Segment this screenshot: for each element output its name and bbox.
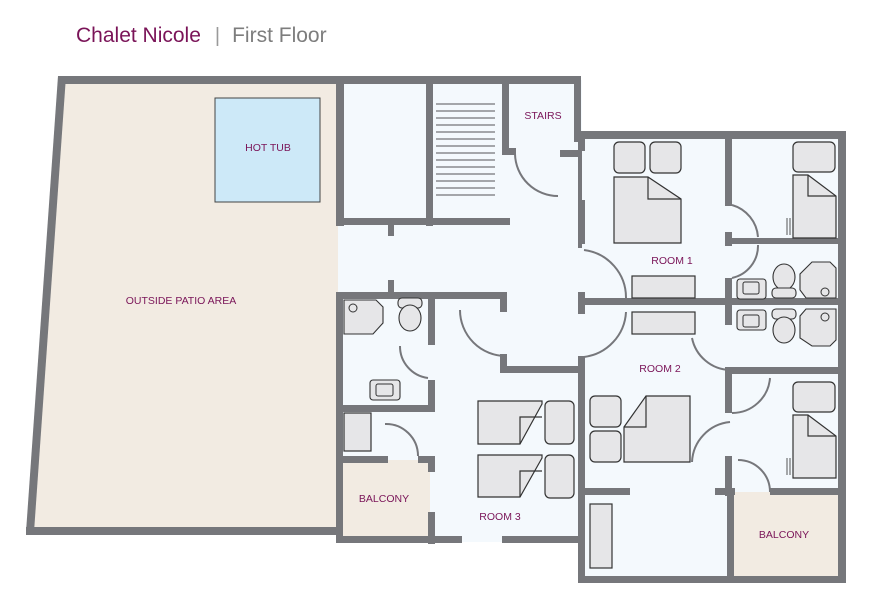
stairs-wall-stub [502, 148, 516, 155]
room2-ensuite-door [731, 377, 771, 415]
title-separator: | [214, 25, 221, 47]
closet-cabinet [343, 412, 372, 452]
room1-ensuite-wall [725, 134, 732, 206]
room2-dresser [631, 311, 696, 335]
door-jamb [388, 280, 394, 294]
room3-wall-stub [500, 354, 507, 372]
room3-single-bed-1 [477, 400, 543, 445]
room1-bath-wall [725, 278, 732, 302]
room1-dresser [631, 275, 696, 299]
bath-left-shower [343, 299, 384, 335]
room2-double-bed [623, 395, 691, 463]
balcony-left-right [428, 512, 435, 544]
divider-stub [578, 292, 585, 314]
room3-label: ROOM 3 [479, 511, 521, 523]
balcony-left-label: BALCONY [359, 493, 409, 505]
bath-left-sink [369, 379, 401, 401]
room2-toilet [772, 316, 796, 344]
hall-wall-stub [500, 292, 507, 312]
room1-toilet-tank [771, 287, 797, 299]
stairs-wall [502, 76, 509, 154]
bath-left-divider [428, 299, 435, 345]
hot-tub [214, 97, 321, 203]
balcony-left-top [336, 456, 388, 463]
room2-ensuite-wall [725, 456, 732, 496]
room2-pillow [589, 395, 622, 428]
room3-wall-bottom [336, 536, 462, 543]
room2-ensuite-pillow [792, 381, 836, 413]
room-divider [578, 298, 840, 305]
room2-shower [799, 308, 837, 347]
closet-wall-right [426, 76, 433, 226]
hall-wall-mid [336, 292, 506, 299]
bath-left-toilet [398, 304, 422, 332]
bath-left-divider [428, 380, 435, 412]
room3-wall-right [578, 366, 585, 580]
patio-wall-left [26, 76, 66, 532]
balcony-right-area [732, 492, 840, 576]
room2-inner-door [691, 421, 731, 463]
room1-wall-left [578, 200, 585, 244]
room2-pillow [589, 430, 622, 463]
outer-wall-top [58, 76, 578, 84]
balcony-right-door [737, 459, 771, 493]
room2-wall-bottom [578, 488, 630, 495]
floor-name: First Floor [232, 24, 327, 47]
room2-bath-door [691, 337, 731, 371]
room1-ensuite-door [731, 204, 759, 238]
balcony-left-top [418, 456, 434, 463]
room2-bath-wall [725, 305, 732, 325]
room1-shower [799, 261, 837, 299]
room3-door [459, 309, 507, 357]
hot-tub-label: HOT TUB [245, 142, 291, 154]
patio-wall-bottom [26, 527, 342, 535]
closet-wall-bottom [336, 218, 510, 225]
room1-single-bed [792, 174, 837, 239]
room3-single-bed-2 [477, 454, 543, 498]
room1-pillow [613, 141, 646, 174]
room3-pillow-2 [544, 454, 575, 499]
room1-wall-left [578, 131, 585, 151]
room1-door [583, 249, 628, 299]
closet-wall-left [336, 76, 344, 226]
bath-left-door [398, 345, 429, 379]
room2-door [583, 311, 627, 358]
door-jamb [388, 222, 394, 236]
stairs-wall-right [560, 150, 582, 157]
room3-wall-bottom [502, 536, 582, 543]
balcony-right-label: BALCONY [759, 529, 809, 541]
balcony-right-top [770, 488, 840, 495]
right-wall-outer [838, 131, 846, 583]
bath-left-wall [336, 292, 343, 542]
room1-ensuite-pillow [792, 141, 836, 173]
room1-bath-divider [725, 238, 840, 244]
balcony-right-left [727, 488, 734, 580]
balcony-left-area [342, 460, 430, 536]
room2-wardrobe [589, 503, 613, 569]
room2-bath-bottom [732, 367, 840, 374]
staircase [436, 103, 495, 196]
room2-label: ROOM 2 [639, 363, 681, 375]
room2-single-bed [792, 414, 837, 479]
room1-bath-door [731, 244, 760, 279]
room3-wall-top [500, 366, 582, 373]
room2-ensuite-wall [725, 367, 732, 413]
closet-left-door [384, 422, 419, 457]
bath-left-bottom [336, 405, 434, 412]
patio-label: OUTSIDE PATIO AREA [126, 295, 236, 307]
floor-plan-title: Chalet Nicole | First Floor [76, 22, 327, 50]
property-name: Chalet Nicole [76, 24, 201, 47]
room1-toilet [772, 263, 796, 291]
balcony-left-right [428, 456, 435, 472]
right-wall-bottom [578, 576, 846, 583]
stairs-door [514, 153, 559, 197]
right-wall-top [578, 131, 845, 139]
room1-label: ROOM 1 [651, 255, 693, 267]
room2-wall-bottom [715, 488, 735, 495]
room1-double-bed [613, 176, 682, 244]
room3-pillow-1 [544, 400, 575, 445]
stairs-right-wall [574, 76, 581, 142]
room1-pillow [649, 141, 682, 174]
stairs-label: STAIRS [524, 110, 561, 122]
